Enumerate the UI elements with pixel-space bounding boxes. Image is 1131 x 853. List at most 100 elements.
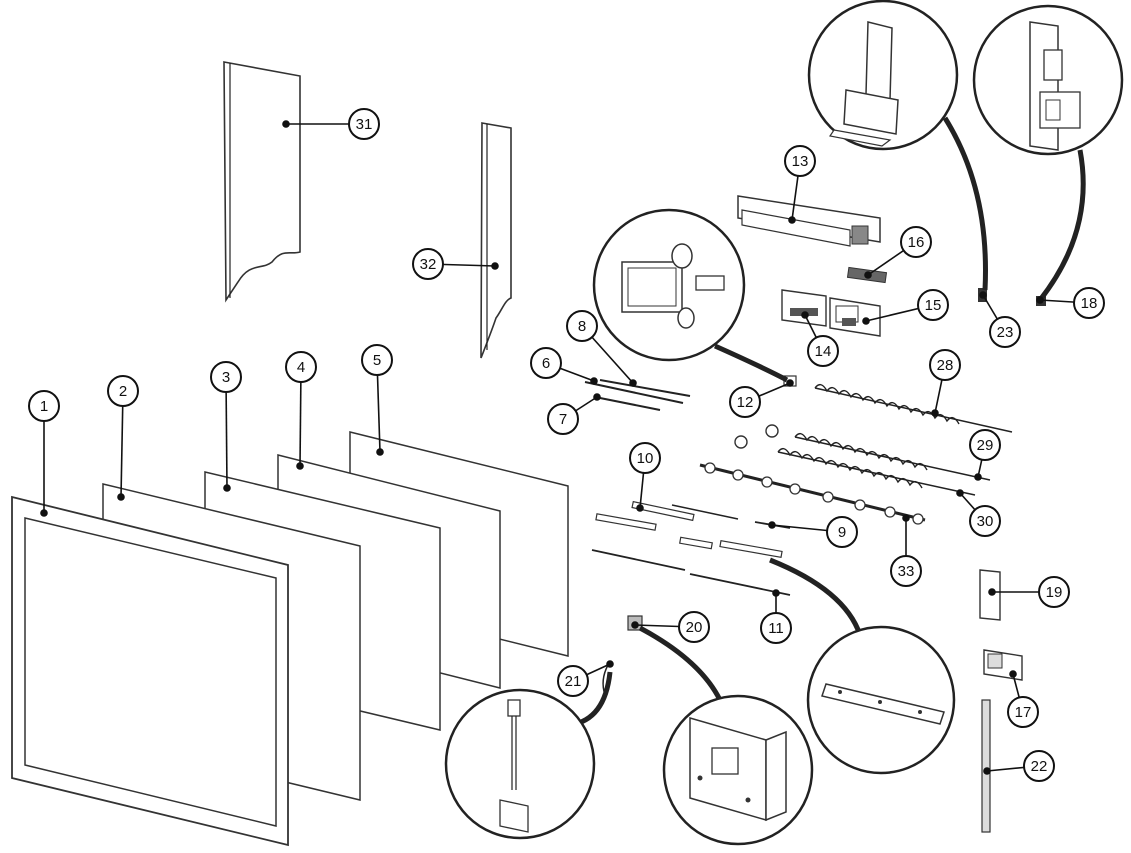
component-13-bracket: [737, 195, 881, 247]
detail-motor: [592, 208, 789, 383]
callout-number-32: 32: [420, 256, 437, 273]
leader-dot-1: [40, 509, 48, 517]
callout-circle-30: [969, 505, 1001, 537]
leader-dot-15: [862, 317, 870, 325]
callout-10: 10: [629, 442, 661, 512]
callout-number-31: 31: [356, 116, 373, 133]
leader-dot-17: [1009, 670, 1017, 678]
callout-number-19: 19: [1046, 584, 1063, 601]
leader-dot-7: [593, 393, 601, 401]
callout-9: 9: [768, 516, 858, 548]
leader-dot-30: [956, 489, 964, 497]
spiral-rod-28: [814, 383, 1013, 433]
callout-circle-8: [566, 310, 598, 342]
callout-13: 13: [784, 145, 816, 224]
callout-circle-32: [412, 248, 444, 280]
callout-circle-11: [760, 612, 792, 644]
callout-circle-10: [629, 442, 661, 474]
leader-dot-19: [988, 588, 996, 596]
callout-21: 21: [557, 660, 614, 697]
detail-sensor: [638, 625, 814, 846]
leader-dot-11: [772, 589, 780, 597]
callout-8: 8: [566, 310, 637, 387]
callout-circle-23: [989, 316, 1021, 348]
detail-clip-b: [972, 4, 1124, 302]
leader-dot-32: [491, 262, 499, 270]
callout-circle-18: [1073, 287, 1105, 319]
spiral-rod-30: [777, 447, 976, 496]
callout-32: 32: [412, 248, 499, 280]
callout-16: 16: [864, 226, 932, 279]
leader-dot-14: [801, 311, 809, 319]
panel-31: [223, 61, 301, 303]
leader-dot-2: [117, 493, 125, 501]
panel-32: [480, 122, 512, 359]
nut-parts: [734, 424, 779, 449]
callout-number-18: 18: [1081, 295, 1098, 312]
callout-circle-16: [900, 226, 932, 258]
callout-11: 11: [760, 589, 792, 644]
callout-number-2: 2: [119, 383, 127, 400]
callout-18: 18: [1036, 287, 1105, 319]
callout-29: 29: [969, 429, 1001, 481]
leader-dot-23: [979, 291, 987, 299]
callout-number-23: 23: [997, 324, 1014, 341]
leader-dot-10: [636, 504, 644, 512]
callout-number-4: 4: [297, 359, 305, 376]
callout-31: 31: [282, 108, 380, 140]
strip-11: [591, 549, 791, 596]
leader-dot-6: [590, 377, 598, 385]
callout-number-30: 30: [977, 513, 994, 530]
callout-circle-17: [1007, 696, 1039, 728]
callout-number-15: 15: [925, 297, 942, 314]
strip-10: [631, 500, 739, 522]
callout-circle-22: [1023, 750, 1055, 782]
callout-circle-4: [285, 351, 317, 383]
callout-number-17: 17: [1015, 704, 1032, 721]
callout-circle-21: [557, 665, 589, 697]
leader-dot-21: [606, 660, 614, 668]
leader-dot-29: [974, 473, 982, 481]
callout-number-16: 16: [908, 234, 925, 251]
leader-dot-33: [902, 514, 910, 522]
callout-circle-20: [678, 611, 710, 643]
leader-dot-18: [1036, 296, 1044, 304]
callout-circle-29: [969, 429, 1001, 461]
callout-14: 14: [801, 311, 839, 367]
callout-circle-13: [784, 145, 816, 177]
callout-circle-33: [890, 555, 922, 587]
callout-circle-7: [547, 403, 579, 435]
callout-number-20: 20: [686, 619, 703, 636]
callout-number-28: 28: [937, 357, 954, 374]
callout-22: 22: [983, 750, 1055, 782]
leader-line-3: [225, 376, 228, 489]
callout-1: 1: [28, 390, 60, 517]
callout-circle-2: [107, 375, 139, 407]
leader-dot-31: [282, 120, 290, 128]
callout-number-33: 33: [898, 563, 915, 580]
callout-23: 23: [979, 291, 1021, 348]
leader-dot-20: [631, 621, 639, 629]
callout-5: 5: [361, 344, 393, 456]
callout-number-12: 12: [737, 394, 754, 411]
detail-clip-a: [807, 0, 988, 291]
callout-number-3: 3: [222, 369, 230, 386]
spiral-rod-29: [794, 432, 991, 481]
callout-number-29: 29: [977, 437, 994, 454]
callout-number-11: 11: [768, 620, 784, 637]
leader-dot-8: [629, 379, 637, 387]
callout-number-10: 10: [637, 450, 654, 467]
leader-dot-16: [864, 271, 872, 279]
callout-2: 2: [107, 375, 139, 501]
component-14-board: [781, 289, 827, 327]
callout-circle-31: [348, 108, 380, 140]
panel-1-frame: [11, 495, 289, 847]
leader-dot-12: [786, 379, 794, 387]
leader-dot-4: [296, 462, 304, 470]
callout-15: 15: [862, 289, 949, 325]
callout-circle-28: [929, 349, 961, 381]
leader-dot-28: [931, 409, 939, 417]
callout-4: 4: [285, 351, 317, 470]
